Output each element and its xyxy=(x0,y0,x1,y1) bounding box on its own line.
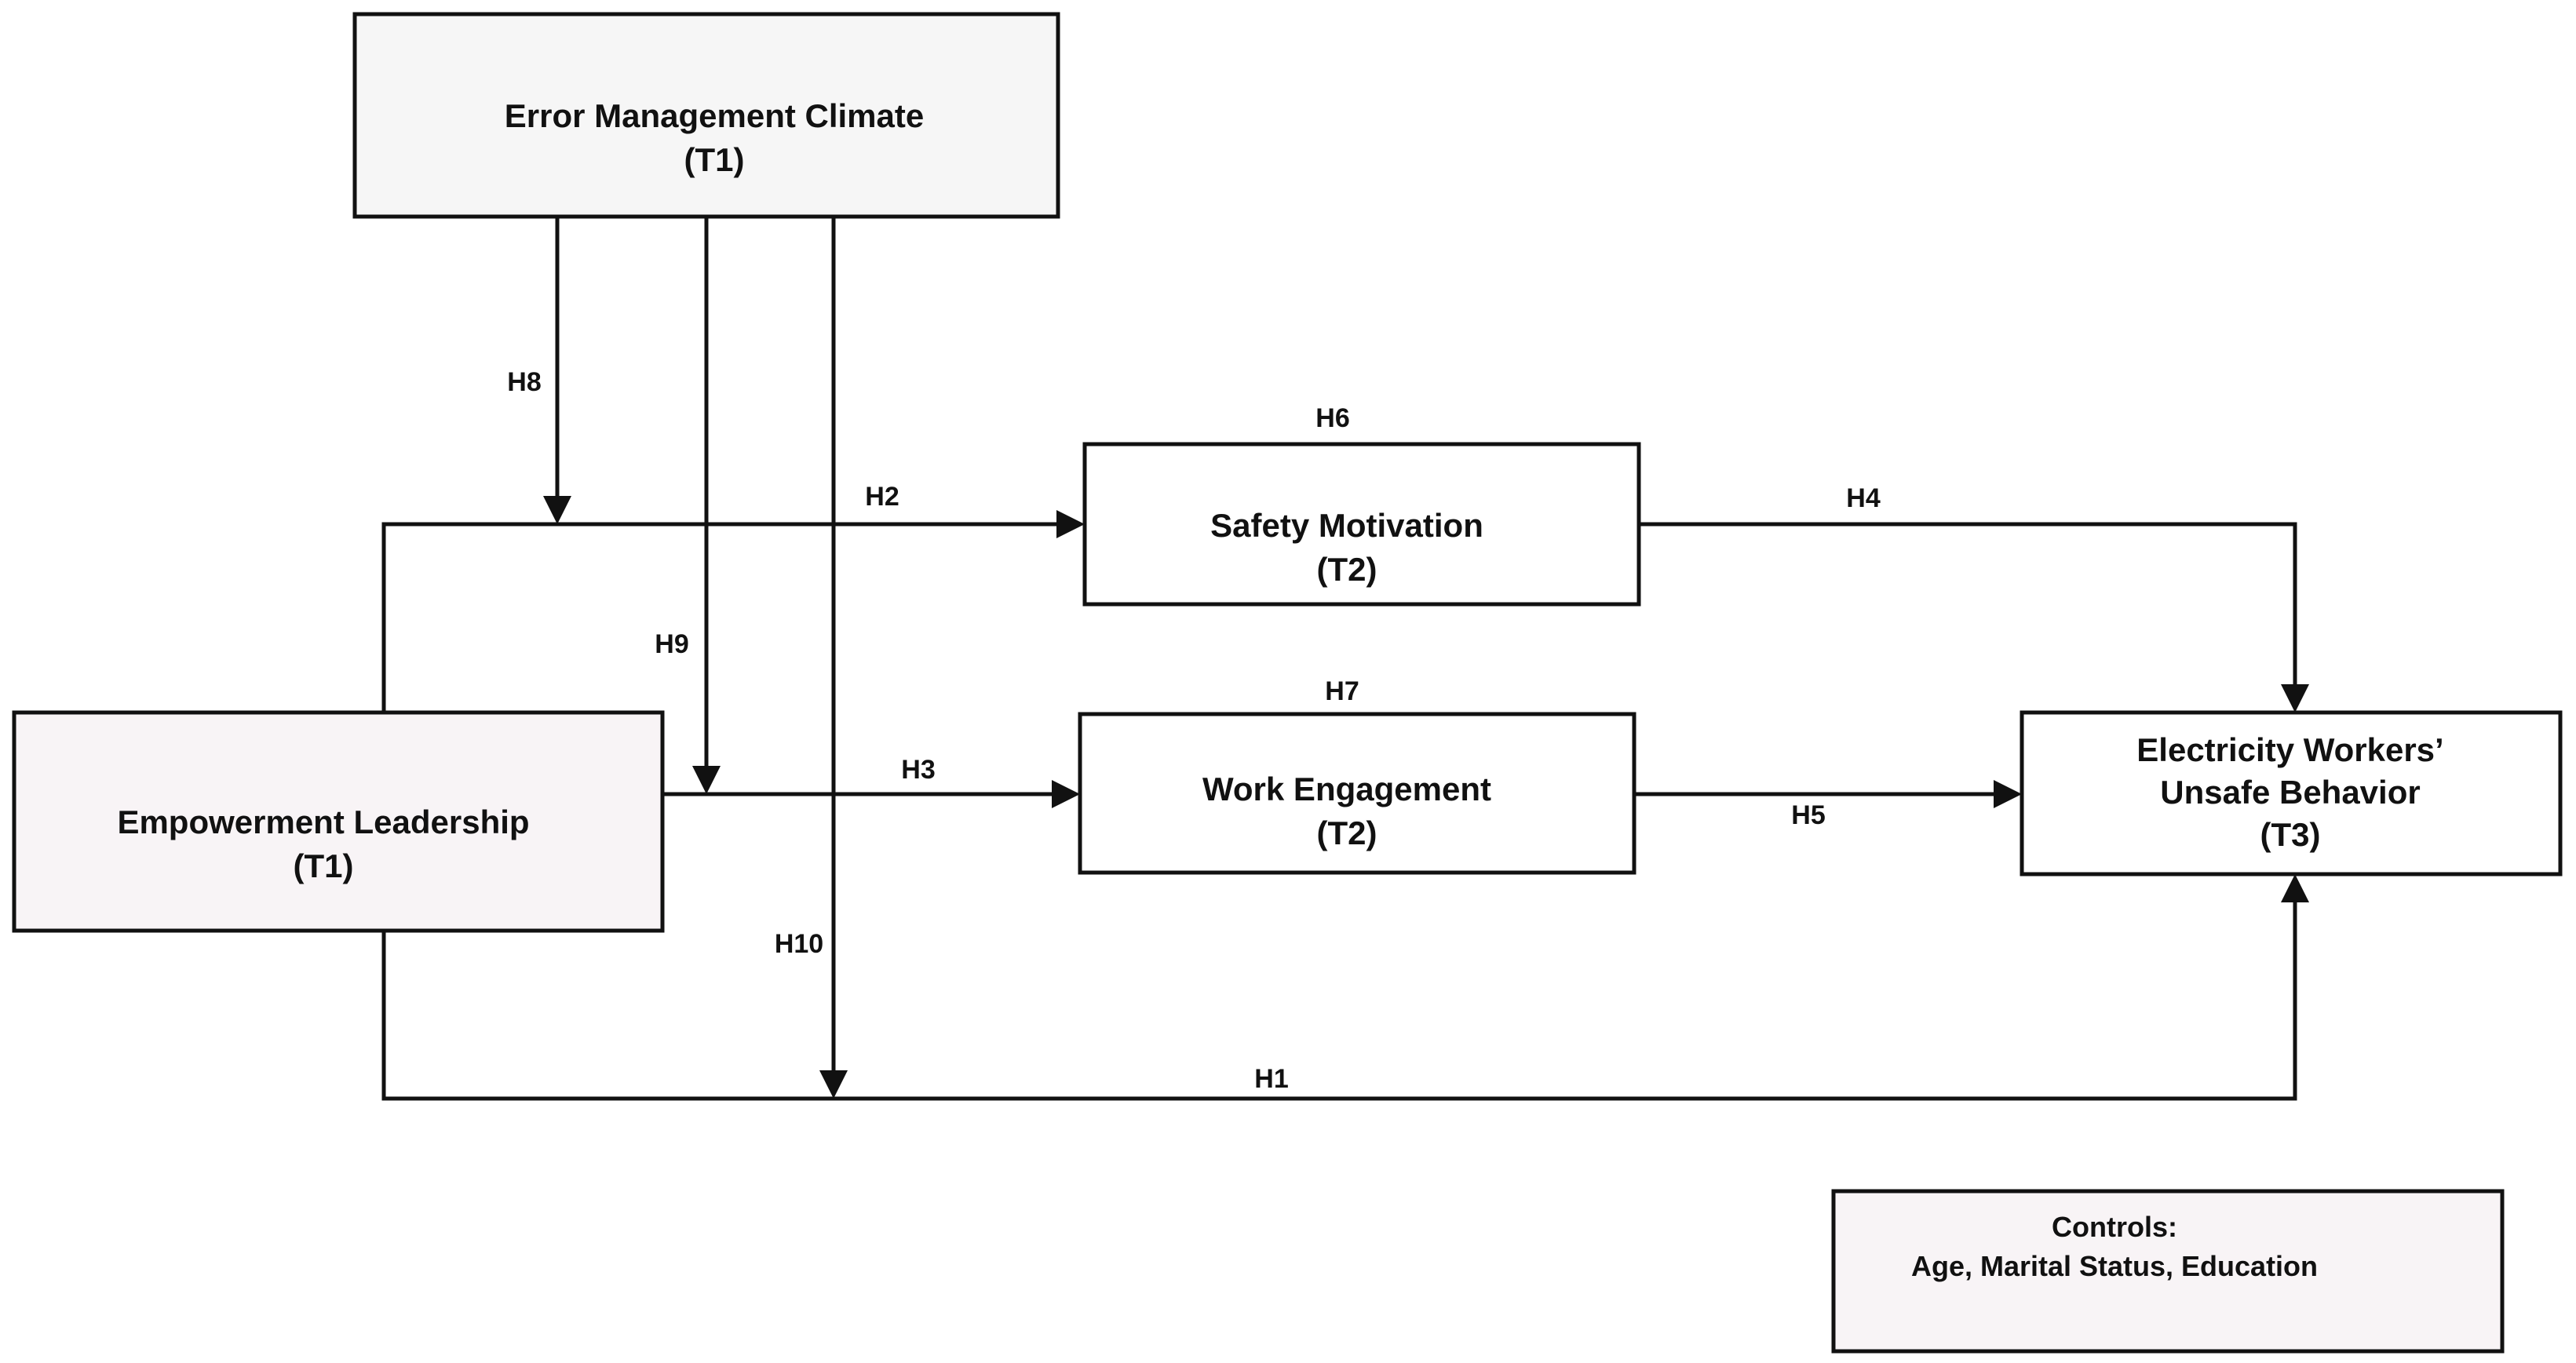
controls-title: Controls: xyxy=(2052,1211,2177,1243)
box-empowerment-leadership xyxy=(12,710,665,933)
arrowhead-h1 xyxy=(2281,874,2309,902)
hypothesis-label-h7: H7 xyxy=(1325,676,1359,706)
error-management-climate-title: Error Management Climate xyxy=(505,97,924,134)
arrowhead-h3 xyxy=(1052,780,1080,808)
hypothesis-label-h1: H1 xyxy=(1254,1064,1288,1094)
unsafe-behavior-line1: Electricity Workers’ xyxy=(2136,731,2443,768)
arrowhead-h8 xyxy=(543,496,571,524)
box-safety-motivation xyxy=(1082,442,1641,607)
unsafe-behavior-line2: Unsafe Behavior xyxy=(2160,774,2420,811)
work-engagement-title: Work Engagement xyxy=(1202,771,1491,807)
safety-motivation-time: (T2) xyxy=(1317,551,1377,588)
hypothesis-label-h5: H5 xyxy=(1791,800,1825,830)
controls-items: Age, Marital Status, Education xyxy=(1911,1250,2318,1282)
hypothesis-label-h8: H8 xyxy=(507,367,541,397)
path-h2 xyxy=(381,522,1056,712)
work-engagement-time: (T2) xyxy=(1317,815,1377,851)
arrowhead-h5 xyxy=(1994,780,2022,808)
empowerment-leadership-time: (T1) xyxy=(294,847,354,884)
hypothesis-label-h10: H10 xyxy=(775,929,823,959)
box-error-management-climate xyxy=(352,12,1060,219)
arrowhead-h10 xyxy=(819,1070,848,1099)
path-h4 xyxy=(1639,522,2297,684)
hypothesis-label-h6: H6 xyxy=(1315,403,1349,433)
box-work-engagement xyxy=(1078,712,1636,875)
path-h1 xyxy=(381,901,2297,1101)
arrowhead-h2 xyxy=(1056,510,1085,538)
hypothesis-label-h9: H9 xyxy=(655,629,688,659)
empowerment-leadership-title: Empowerment Leadership xyxy=(117,804,529,840)
hypothesis-label-h3: H3 xyxy=(901,755,935,785)
unsafe-behavior-time: (T3) xyxy=(2260,816,2321,853)
arrowhead-h4 xyxy=(2281,684,2309,712)
error-management-climate-time: (T1) xyxy=(684,141,745,178)
box-unsafe-behavior xyxy=(2020,710,2563,876)
hypothesis-label-h4: H4 xyxy=(1846,483,1881,513)
hypothesis-label-h2: H2 xyxy=(865,482,899,512)
arrowhead-h9 xyxy=(692,766,721,794)
box-controls xyxy=(1831,1189,2505,1354)
safety-motivation-title: Safety Motivation xyxy=(1210,507,1483,544)
